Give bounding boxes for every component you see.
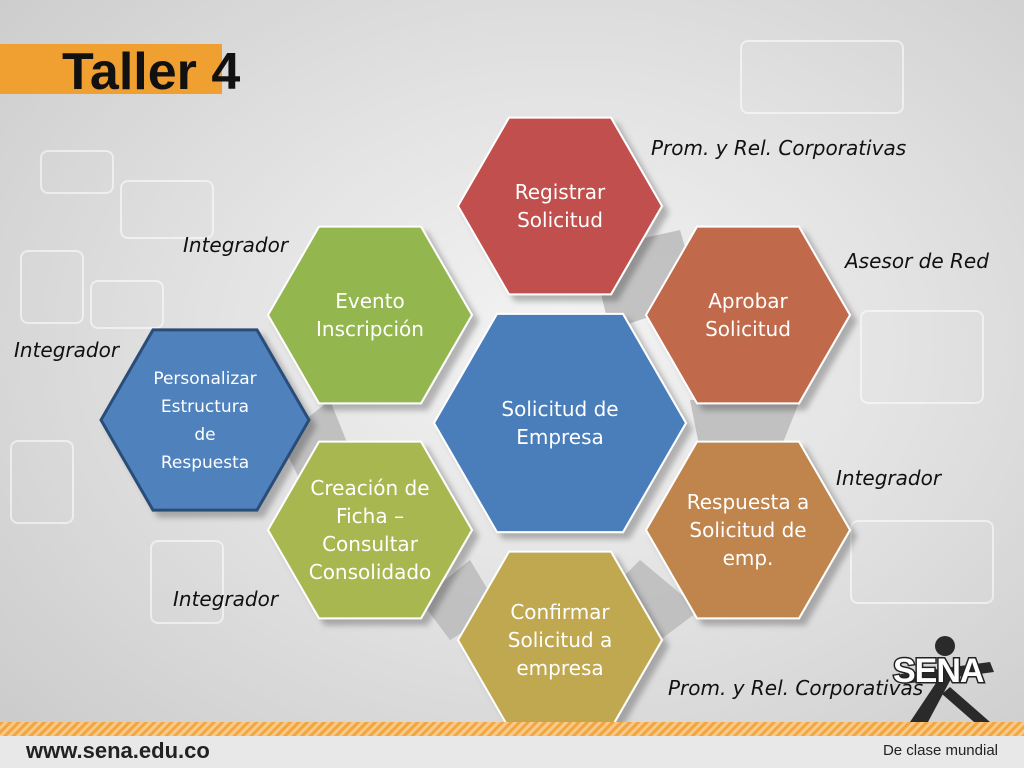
hexagon-label-line: Respuesta a [687, 490, 810, 514]
hexagon-shape [266, 225, 474, 405]
sena-logo-icon [900, 636, 994, 722]
title-accent-bar [0, 44, 222, 94]
hexagon-label-line: Aprobar [708, 289, 788, 313]
hexagon-label-line: Confirmar [510, 600, 610, 624]
hexagon-label-line: Solicitud de [689, 518, 806, 542]
decorative-shape [40, 150, 114, 194]
hexagon-shape [644, 440, 852, 620]
role-label-top-left: Integrador [183, 233, 289, 257]
decorative-shape [90, 280, 164, 329]
hexagon-label-line: Creación de [310, 476, 429, 500]
hexagon-label-line: Estructura [161, 397, 249, 417]
hexagon-label-line: Personalizar [153, 369, 256, 389]
hexagon-label-line: Inscripción [316, 317, 424, 341]
hexagon-center: Solicitud de Empresa [432, 312, 688, 534]
hexagon-shape [266, 440, 474, 620]
hexagon-label-line: emp. [723, 546, 774, 570]
role-label-far-left: Integrador [14, 338, 120, 362]
hexagon-label-line: Solicitud [517, 208, 603, 232]
decorative-shape [850, 520, 994, 604]
hexagon-shape [456, 116, 664, 296]
hexagon-label-line: Registrar [515, 180, 606, 204]
role-label-top: Prom. y Rel. Corporativas [651, 136, 907, 160]
hexagon-label-line: Solicitud [705, 317, 791, 341]
role-label-bottom-left: Integrador [173, 587, 279, 611]
hexagon-label-line: Solicitud a [508, 628, 612, 652]
footer-url: www.sena.edu.co [26, 738, 210, 763]
role-label-bottom-right: Integrador [836, 466, 942, 490]
role-label-bottom: Prom. y Rel. Corporativas [668, 676, 924, 700]
slide-title: Taller 4 [62, 43, 241, 101]
decorative-shape [20, 250, 84, 324]
hexagon-shape [644, 225, 852, 405]
hexagon-label-line: Empresa [516, 425, 604, 449]
hexagon-label-line: Ficha – [336, 504, 404, 528]
decorative-shape [740, 40, 904, 114]
decorative-shape [120, 180, 214, 239]
hexagon-shape [432, 312, 688, 534]
sena-logo-text: SENA [891, 651, 985, 692]
hexagon-label-line: de [194, 425, 215, 445]
hexagon-shape [99, 328, 311, 512]
decorative-shape [150, 540, 224, 624]
hexagon-bottom-right: Respuesta a Solicitud de emp. [644, 440, 852, 620]
hexagon-label-line: empresa [516, 656, 603, 680]
hexagon-label-line: Evento [335, 289, 405, 313]
footer-tagline: De clase mundial [882, 742, 998, 759]
hexagon-label-line: Consultar [322, 532, 419, 556]
role-label-top-right: Asesor de Red [845, 249, 989, 273]
hexagon-label-line: Consolidado [309, 560, 432, 584]
decorative-shape [860, 310, 984, 404]
decorative-shape [10, 440, 74, 524]
hexagon-label-line: Respuesta [161, 453, 249, 473]
hexagon-label-line: Solicitud de [501, 397, 618, 421]
footer-stripe [0, 722, 1024, 736]
